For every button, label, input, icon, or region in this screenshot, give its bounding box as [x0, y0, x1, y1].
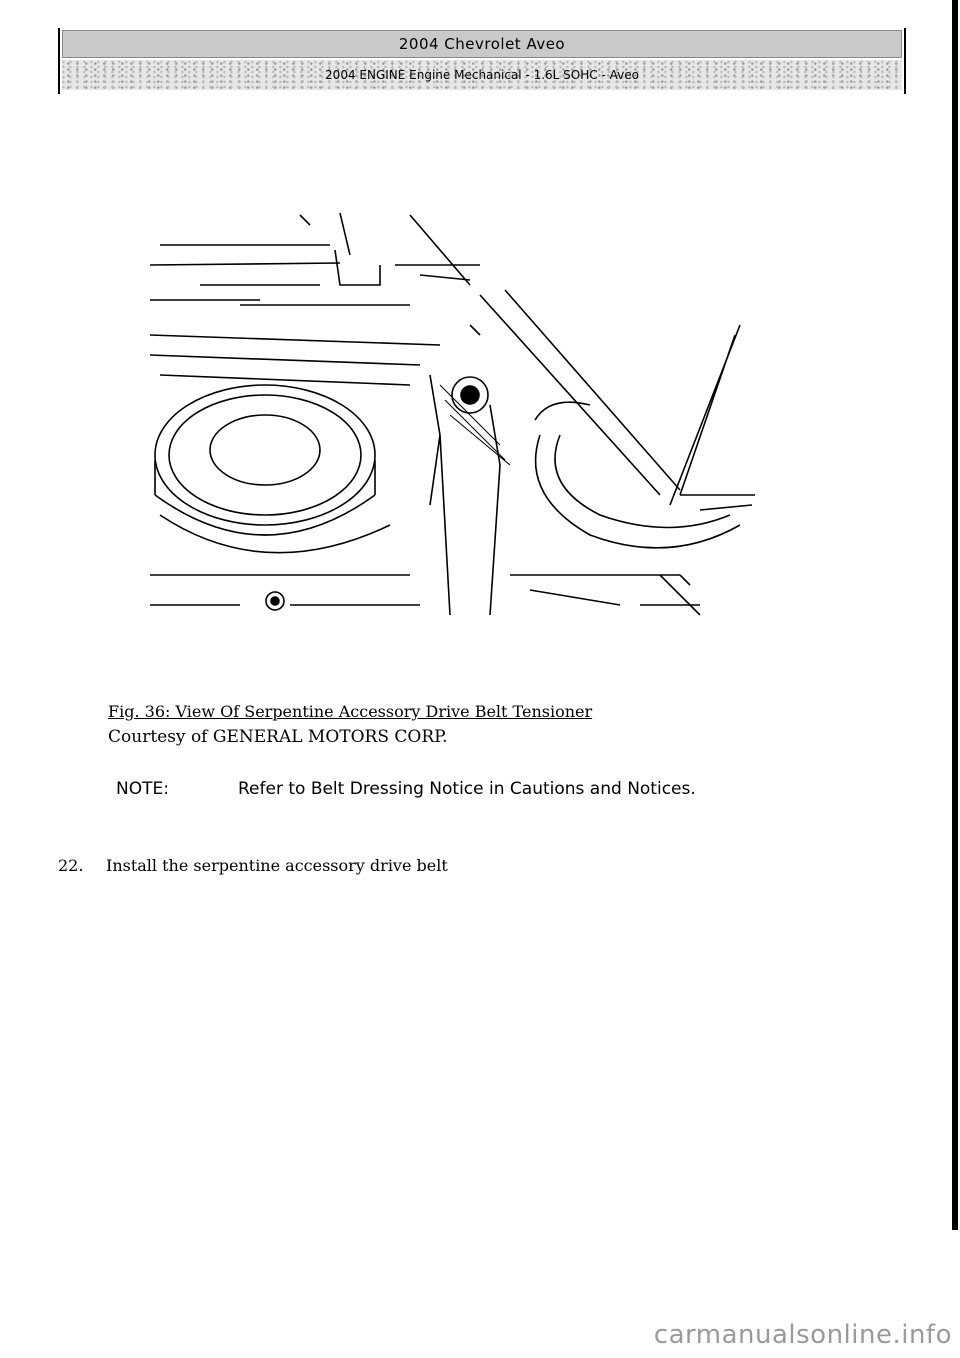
step-number: 22.: [58, 856, 84, 875]
note-label: NOTE:: [116, 779, 169, 799]
belt-tensioner-illustration: [149, 212, 755, 616]
header-rule-left: [58, 28, 60, 94]
note-text: Refer to Belt Dressing Notice in Caution…: [238, 779, 696, 799]
step-text: Install the serpentine accessory drive b…: [106, 856, 448, 875]
document-title: 2004 Chevrolet Aveo: [62, 30, 902, 58]
figure-credit: Courtesy of GENERAL MOTORS CORP.: [108, 727, 448, 747]
page-border: [952, 0, 958, 1230]
procedure-step: 22. Install the serpentine accessory driv…: [58, 856, 448, 875]
figure-caption: Fig. 36: View Of Serpentine Accessory Dr…: [108, 702, 592, 747]
figure-title: Fig. 36: View Of Serpentine Accessory Dr…: [108, 702, 593, 721]
document-header: 2004 Chevrolet Aveo 2004 ENGINE Engine M…: [58, 28, 906, 94]
document-subtitle: 2004 ENGINE Engine Mechanical - 1.6L SOH…: [62, 60, 902, 90]
header-rule-right: [904, 28, 906, 94]
site-watermark: carmanualsonline.info: [653, 1320, 952, 1350]
